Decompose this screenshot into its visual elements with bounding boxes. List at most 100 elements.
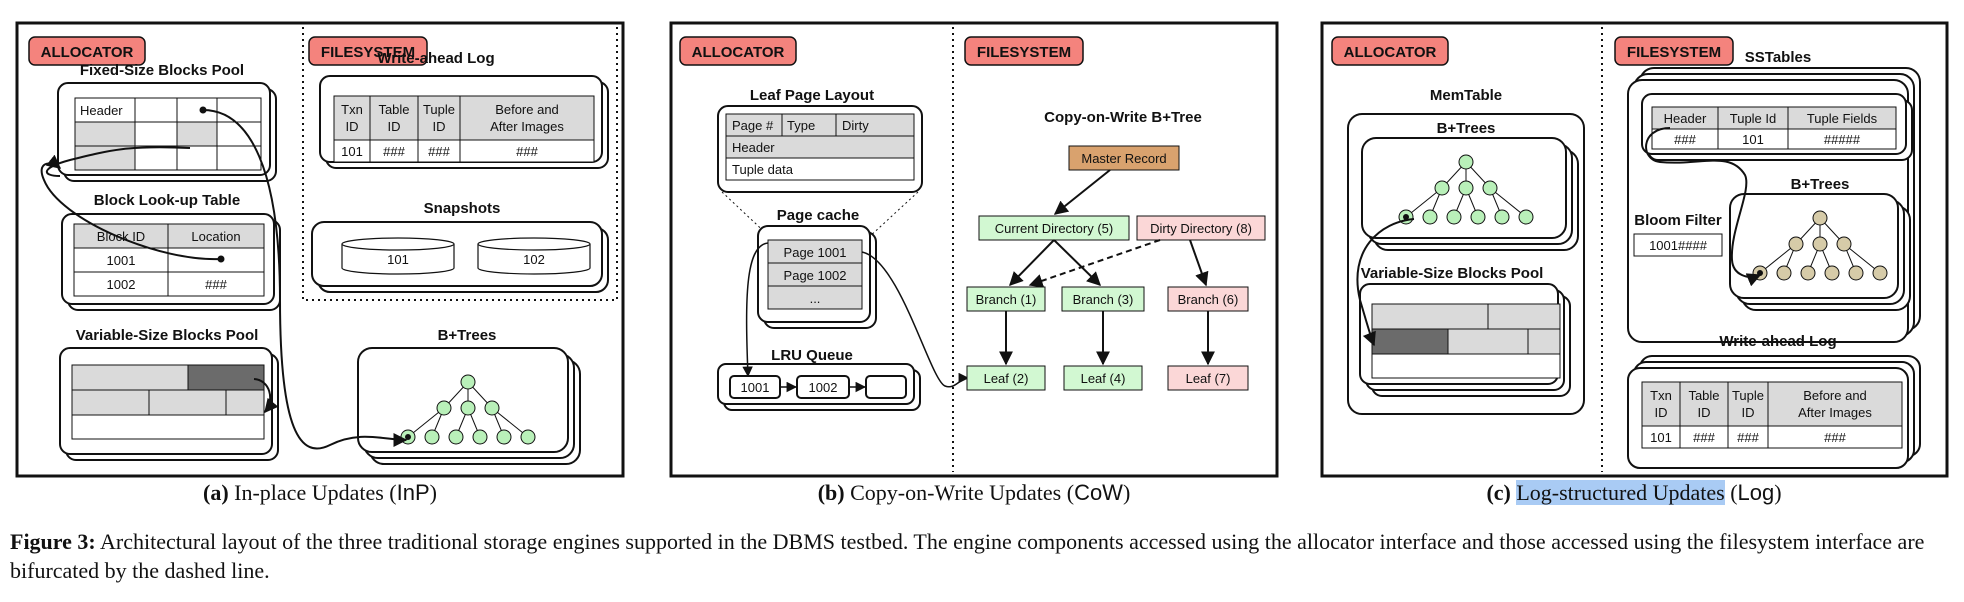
sst-cell: 101 [1742, 132, 1764, 147]
figure-caption: Figure 3: Architectural layout of the th… [10, 527, 1954, 585]
leaf-node [1063, 365, 1143, 391]
branch-label: Branch (1) [976, 292, 1037, 307]
caption-text: In-place Updates ( [234, 480, 397, 505]
tree-node [484, 400, 500, 416]
figure-label: Figure 3: [10, 529, 96, 554]
snapshot-label: 101 [387, 252, 409, 267]
caption-abbr: InP [396, 480, 430, 505]
tree-node [1482, 180, 1498, 196]
tree-edge [1405, 187, 1443, 218]
tree-node [448, 429, 464, 445]
tree-edge [1759, 243, 1797, 274]
wal-cell: 101 [1650, 430, 1672, 445]
tree-node [1800, 265, 1816, 281]
tree-node [1872, 265, 1888, 281]
svg-text:ALLOCATOR: ALLOCATOR [1344, 44, 1437, 61]
caption-text: Copy-on-Write Updates ( [850, 480, 1075, 505]
caption-b: (b) Copy-on-Write Updates (CoW) [674, 480, 1274, 506]
branch-node [966, 286, 1046, 312]
tree-node [1776, 265, 1792, 281]
caption-letter: (a) [203, 480, 229, 505]
leaf-layout-title: Leaf Page Layout [750, 87, 874, 104]
wal-header: Tuple [423, 102, 455, 117]
wal-cell: ### [1693, 430, 1715, 445]
lru-item: 1002 [809, 380, 838, 395]
tree-node [436, 400, 452, 416]
leaf-label: Leaf (2) [984, 371, 1029, 386]
wal-title: Write-ahead Log [377, 50, 494, 67]
wal-header: Before and [1803, 388, 1867, 403]
tree-node [1812, 236, 1828, 252]
master-record-label: Master Record [1081, 151, 1166, 166]
tree-edge [407, 407, 445, 438]
leaf-header-cell: Dirty [842, 118, 869, 133]
wal-header: Txn [1650, 388, 1672, 403]
wal-header: ID [1742, 405, 1755, 420]
page-cache-row: Page 1001 [784, 245, 847, 260]
memtable-title: MemTable [1430, 87, 1502, 104]
caption-close: ) [1774, 480, 1782, 505]
wal-cell: ### [383, 144, 405, 159]
panel-c: ALLOCATOR FILESYSTEM MemTable B+Trees Va… [1320, 21, 1949, 478]
lookup-cell: ### [205, 277, 227, 292]
wal-header: After Images [490, 119, 564, 134]
tree-edge [1843, 243, 1881, 274]
master-record [1068, 145, 1180, 171]
allocator-tag: ALLOCATOR [1331, 36, 1449, 66]
page-cache-row: ... [810, 291, 821, 306]
cow-edges [999, 169, 1215, 366]
sstables-title: SSTables [1745, 49, 1811, 66]
tree-node [1518, 209, 1534, 225]
tree-node [1788, 236, 1804, 252]
panel-a: ALLOCATOR FILESYSTEM Fixed-Size Blocks P… [15, 21, 625, 478]
wal-cell: ### [516, 144, 538, 159]
wal-cell: ### [428, 144, 450, 159]
snapshot-disk [341, 237, 455, 275]
allocator-tag: ALLOCATOR [679, 36, 797, 66]
tree-node [1458, 154, 1474, 170]
var-pool-title: Variable-Size Blocks Pool [76, 327, 259, 344]
fixed-pool-grid [74, 97, 262, 171]
tree-node [1422, 209, 1438, 225]
wal-header: ID [1698, 405, 1711, 420]
tree-node [496, 429, 512, 445]
wal-cell: ### [1737, 430, 1759, 445]
snapshot-label: 102 [523, 252, 545, 267]
wal-cell: ### [1824, 430, 1846, 445]
wal-header: ID [346, 119, 359, 134]
wal-title: Write-ahead Log [1719, 333, 1836, 350]
sst-header: Tuple Fields [1807, 111, 1878, 126]
wal-header: ID [1655, 405, 1668, 420]
caption-close: ) [1122, 480, 1131, 505]
caption-text-highlighted: Log-structured Updates [1516, 480, 1725, 505]
lookup-cell: 1002 [107, 277, 136, 292]
sst-cell: ### [1674, 132, 1696, 147]
caption-a: (a) In-place Updates (InP) [20, 480, 620, 506]
wal-header: Tuple [1732, 388, 1764, 403]
leaf-node [1167, 365, 1249, 391]
tree-edge [1489, 187, 1527, 218]
btree-graphic [1752, 210, 1888, 281]
filesystem-tag: FILESYSTEM [308, 36, 428, 66]
tree-node [1494, 209, 1510, 225]
leaf-tuple-row: Tuple data [732, 162, 794, 177]
figure-caption-text: Architectural layout of the three tradit… [10, 529, 1925, 583]
leaf-node [966, 365, 1046, 391]
wal-cell: 101 [341, 144, 363, 159]
caption-letter: (c) [1486, 480, 1511, 505]
tree-node [1848, 265, 1864, 281]
page-cache-row: Page 1002 [784, 268, 847, 283]
tree-node [1812, 210, 1828, 226]
tree-node [1446, 209, 1462, 225]
caption-close: ) [429, 480, 437, 505]
svg-text:ALLOCATOR: ALLOCATOR [41, 44, 134, 61]
filesystem-tag: FILESYSTEM [1614, 36, 1734, 66]
snapshots-title: Snapshots [424, 200, 501, 217]
lookup-header-location: Location [191, 229, 240, 244]
fixed-pool-header-cell: Header [80, 103, 123, 118]
page-cache-title: Page cache [777, 207, 860, 224]
lookup-title: Block Look-up Table [94, 192, 240, 209]
sst-cell: ##### [1824, 132, 1861, 147]
sst-header: Tuple Id [1730, 111, 1777, 126]
leaf-header-row: Header [732, 140, 775, 155]
